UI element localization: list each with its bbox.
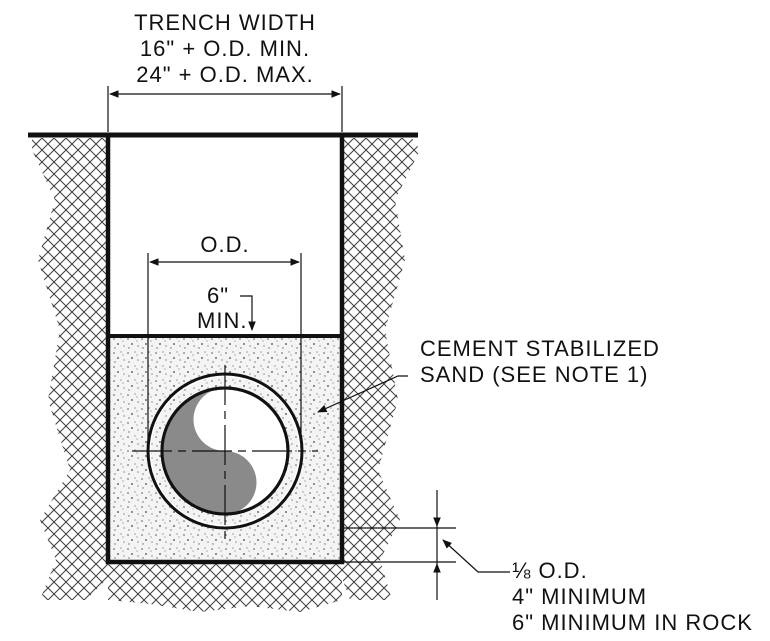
six-inch-leader — [240, 295, 256, 331]
bedding-leader — [442, 539, 510, 573]
trench-width-line2: 16" + O.D. MIN. — [139, 36, 311, 61]
trench-width-line1: TRENCH WIDTH — [134, 10, 316, 35]
trench-outline — [105, 136, 345, 565]
soil-hatch-right — [342, 138, 420, 600]
six-inch-label: 6" — [207, 283, 230, 308]
cement-sand-leader — [317, 375, 408, 413]
min-label: MIN. — [197, 308, 248, 333]
od-label: O.D. — [200, 232, 250, 257]
trench-width-title: TRENCH WIDTH 16" + O.D. MIN. 24" + O.D. … — [108, 10, 342, 88]
cement-label-line2: SAND (SEE NOTE 1) — [420, 362, 649, 387]
soil-hatch-left — [32, 138, 108, 600]
bedding-label-line3: 6" MINIMUM IN ROCK — [512, 610, 753, 635]
trench-width-line3: 24" + O.D. MAX. — [136, 62, 314, 87]
bedding-label-line2: 4" MINIMUM — [512, 584, 648, 609]
cement-label-line1: CEMENT STABILIZED — [420, 336, 660, 361]
bedding-label-line1: ⅛ O.D. — [512, 558, 588, 583]
soil-hatch-bottom — [108, 562, 342, 612]
